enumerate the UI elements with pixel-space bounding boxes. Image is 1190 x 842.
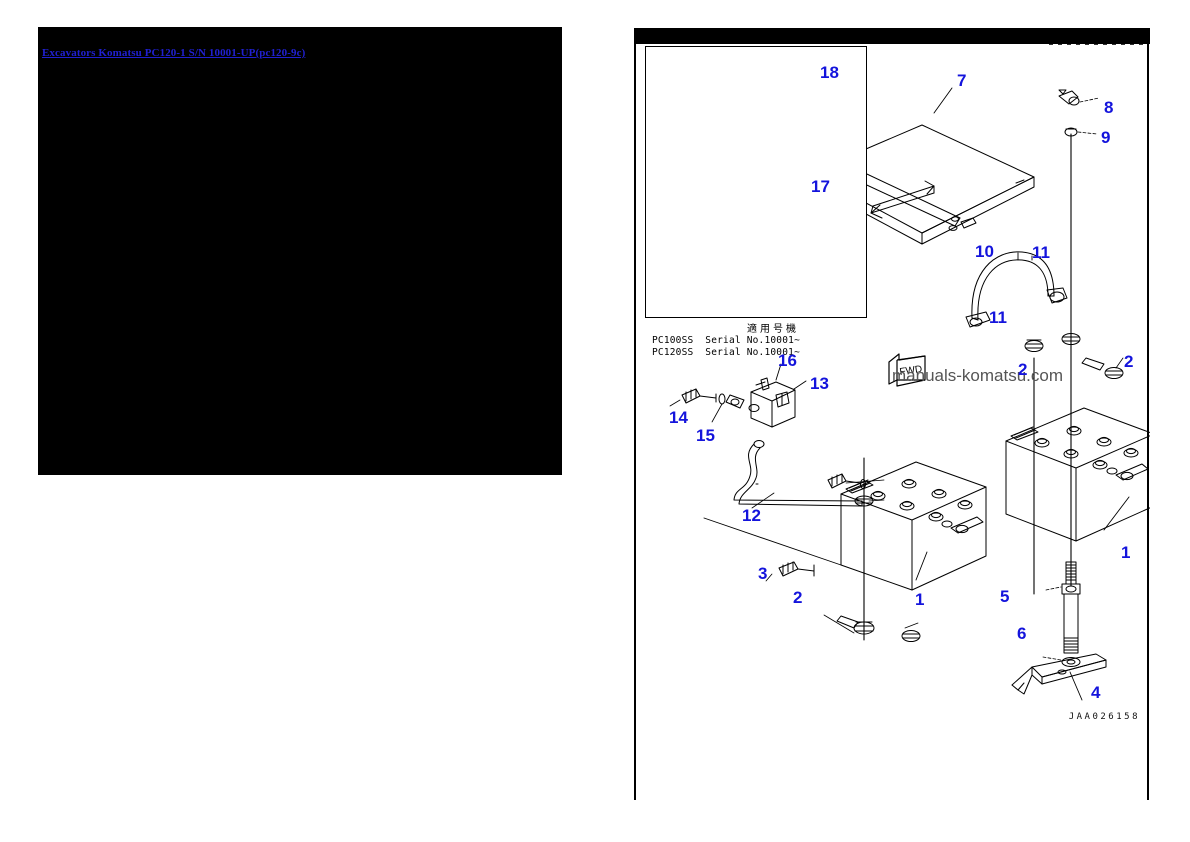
applicable-machine-row: PC100SS Serial No.10001~	[652, 335, 800, 346]
applicable-machine-row: PC120SS Serial No.10001~	[652, 346, 800, 358]
part-12-ground-cable	[733, 440, 863, 509]
watermark-text: manuals-komatsu.com	[892, 366, 1064, 385]
callout-number-8: 8	[1104, 98, 1114, 117]
callout-number-11: 11	[989, 308, 1007, 327]
callout-number-5: 5	[1000, 587, 1010, 606]
callout-number-16: 16	[778, 351, 797, 370]
callout-number-15: 15	[696, 426, 715, 445]
part-14-bolt-15-washer	[669, 388, 726, 423]
callout-number-7: 7	[957, 71, 967, 90]
callout-number-1: 1	[915, 590, 925, 609]
applicable-machine-block: 適用号機 PC100SS Serial No.10001~ PC120SS Se…	[652, 324, 882, 359]
rod-bolt-washer-detail	[827, 473, 885, 507]
callout-number-3: 3	[758, 564, 768, 583]
callout-number-17: 17	[811, 177, 830, 196]
fwd-direction-icon: FWD	[885, 350, 931, 392]
part-8-wing-nut	[1058, 89, 1100, 106]
callout-number-10: 10	[975, 242, 994, 261]
callout-number-6: 6	[1017, 624, 1027, 643]
callout-number-9: 9	[1101, 128, 1111, 147]
callout-number-4: 4	[1091, 683, 1101, 702]
svg-text:FWD: FWD	[899, 364, 923, 378]
catalog-preview-panel: Excavators Komatsu PC120-1 S/N 10001-UP(…	[38, 27, 562, 475]
drawing-number: JAA026158	[1068, 712, 1140, 722]
part-1-battery-rear	[1005, 407, 1150, 542]
callout-number-13: 13	[810, 374, 829, 393]
part-13-relay-bracket	[725, 363, 807, 428]
part-10-battery-cable	[965, 251, 1068, 328]
part-1-battery-front	[703, 461, 987, 591]
part-4-hold-down-bar	[1011, 653, 1107, 701]
callout-number-2: 2	[793, 588, 803, 607]
catalog-title-link[interactable]: Excavators Komatsu PC120-1 S/N 10001-UP(…	[42, 47, 306, 59]
inset-detail-box	[645, 46, 867, 318]
transfer-arrow	[870, 180, 935, 219]
callout-number-1: 1	[1121, 543, 1131, 562]
callout-number-2: 2	[1018, 360, 1028, 379]
part-9-nut	[1064, 127, 1098, 137]
callout-number-14: 14	[669, 408, 688, 427]
callout-number-12: 12	[742, 506, 761, 525]
parts-diagram-page: 適用号機 PC100SS Serial No.10001~ PC120SS Se…	[634, 28, 1150, 800]
part-5-hold-down-rod	[1045, 561, 1081, 654]
part-6-washer	[1042, 656, 1081, 667]
part-3-bolt-terminal-2	[765, 561, 921, 642]
battery-terminals-2	[1024, 333, 1124, 379]
callout-number-11: 11	[1032, 243, 1050, 262]
page-frame-border	[634, 44, 1149, 800]
callout-number-2: 2	[1124, 352, 1134, 371]
page-top-black-bar	[634, 28, 1150, 45]
callout-number-18: 18	[820, 63, 839, 82]
page-corner-dotted-marker	[1049, 42, 1144, 45]
applicable-machine-title: 適用号機	[747, 324, 799, 335]
